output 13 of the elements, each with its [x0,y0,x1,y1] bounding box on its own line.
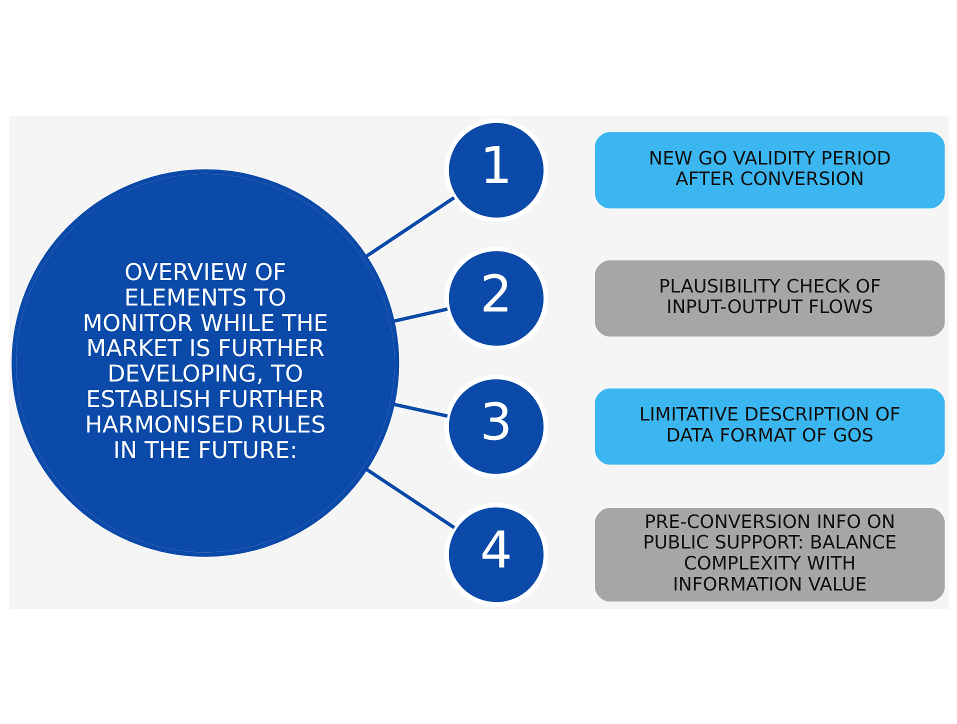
connector [392,306,448,323]
node-circle: 4 [444,502,548,606]
node-circle: 2 [444,246,548,350]
connector [392,402,448,418]
node-circle: 1 [444,118,548,222]
node-box: NEW GO VALIDITY PERIOD AFTER CONVERSION [594,132,944,208]
node-circle: OVERVIEW OF ELEMENTS TO MONITOR WHILE THE MARKET IS FURTHER DEVELOPING, TO ESTABLISH FURTHER HARMONISED RULES IN THE FUTURE: [11,168,399,556]
node-box: PLAUSIBILITY CHECK OF INPUT-OUTPUT FLOWS [594,260,944,336]
node-box: LIMITATIVE DESCRIPTION OF DATA FORMAT OF GOS [594,388,944,464]
connector [364,196,455,258]
connector [364,466,455,529]
node-box: PRE-CONVERSION INFO ON PUBLIC SUPPORT: BALANCE COMPLEXITY WITH INFORMATION VALUE [594,507,944,601]
node-circle: 3 [444,374,548,478]
